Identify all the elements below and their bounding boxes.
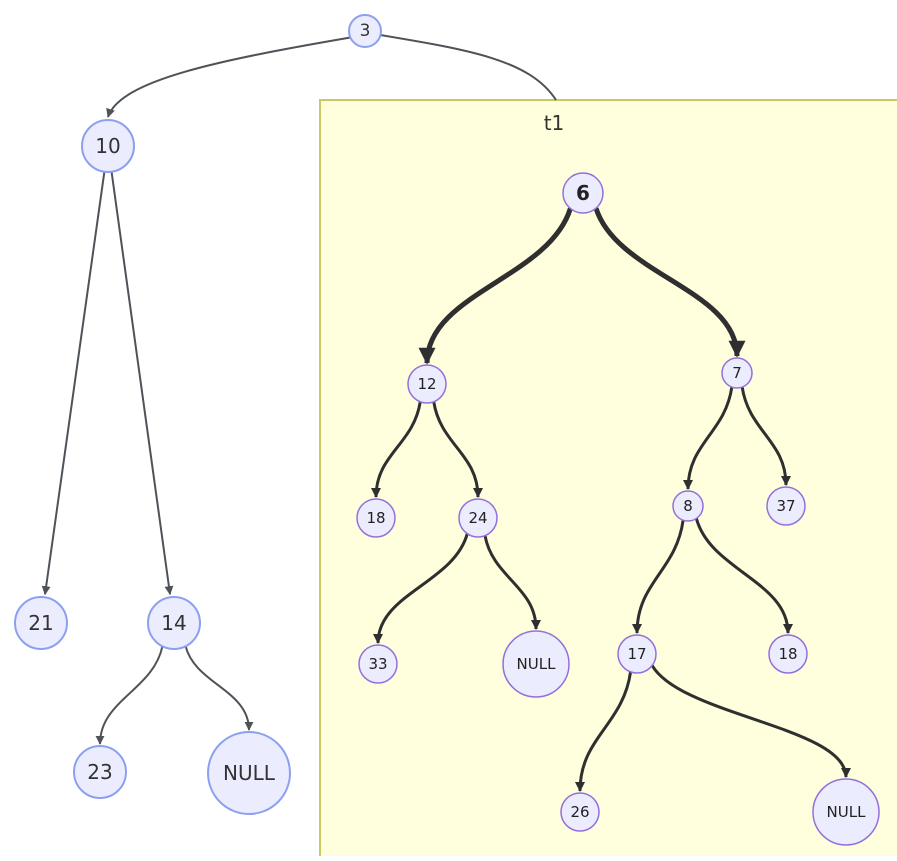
node-circle bbox=[768, 634, 808, 674]
node-label: 21 bbox=[28, 611, 53, 635]
node-label: 3 bbox=[360, 21, 371, 41]
node-a23: 23 bbox=[73, 745, 127, 799]
node-label: 33 bbox=[368, 655, 387, 673]
node-a21: 21 bbox=[14, 596, 68, 650]
node-bnull1: NULL bbox=[502, 630, 570, 698]
node-b26: 26 bbox=[560, 792, 600, 832]
edge-b17-b26 bbox=[574, 671, 633, 793]
node-circle bbox=[812, 778, 880, 846]
node-label: 37 bbox=[776, 497, 795, 515]
node-circle bbox=[207, 731, 291, 815]
cluster-t1-box bbox=[319, 99, 897, 861]
edge-b7-b37 bbox=[740, 386, 792, 487]
node-b37: 37 bbox=[766, 486, 806, 526]
node-circle bbox=[348, 14, 382, 48]
edge-b6-b12 bbox=[418, 207, 573, 365]
node-circle bbox=[721, 357, 753, 389]
edge-a10-a21 bbox=[41, 171, 106, 596]
node-label: 10 bbox=[95, 134, 120, 158]
node-circle bbox=[562, 172, 604, 214]
edge-b17-bnull2 bbox=[650, 664, 852, 779]
node-circle bbox=[560, 792, 600, 832]
node-label: 18 bbox=[366, 509, 385, 527]
edge-a14-anull bbox=[184, 646, 254, 731]
node-b6: 6 bbox=[562, 172, 604, 214]
node-label: NULL bbox=[827, 803, 867, 821]
edge-a3-b6 bbox=[380, 34, 557, 101]
node-label: NULL bbox=[223, 761, 276, 785]
node-circle bbox=[407, 364, 447, 404]
node-label: 24 bbox=[468, 509, 487, 527]
edge-b8-b17 bbox=[631, 519, 685, 635]
node-b18b: 18 bbox=[768, 634, 808, 674]
node-label: 7 bbox=[732, 364, 742, 382]
node-label: 23 bbox=[87, 760, 112, 784]
node-circle bbox=[14, 596, 68, 650]
node-b7: 7 bbox=[721, 357, 753, 389]
edge-b8-b18b bbox=[694, 518, 794, 635]
edge-b24-b33 bbox=[372, 533, 469, 645]
node-circle bbox=[617, 634, 657, 674]
node-circle bbox=[672, 490, 704, 522]
node-label: 8 bbox=[683, 497, 693, 515]
node-circle bbox=[502, 630, 570, 698]
node-label: 14 bbox=[161, 611, 186, 635]
node-b18a: 18 bbox=[356, 498, 396, 538]
node-circle bbox=[147, 596, 201, 650]
edge-b6-b7 bbox=[593, 207, 746, 358]
node-label: 12 bbox=[417, 375, 436, 393]
node-label: 18 bbox=[778, 645, 797, 663]
node-bnull2: NULL bbox=[812, 778, 880, 846]
node-label: 26 bbox=[570, 803, 589, 821]
node-a14: 14 bbox=[147, 596, 201, 650]
node-circle bbox=[356, 498, 396, 538]
node-circle bbox=[358, 644, 398, 684]
node-label: 6 bbox=[576, 181, 590, 205]
node-a10: 10 bbox=[81, 119, 135, 173]
edge-b12-b24 bbox=[432, 401, 484, 499]
edge-a3-a10 bbox=[106, 36, 351, 118]
node-anull: NULL bbox=[207, 731, 291, 815]
edge-a14-a23 bbox=[95, 646, 164, 745]
cluster-t1-label: t1 bbox=[544, 111, 565, 135]
node-circle bbox=[81, 119, 135, 173]
node-b8: 8 bbox=[672, 490, 704, 522]
edge-a10-a14 bbox=[110, 171, 174, 596]
node-b33: 33 bbox=[358, 644, 398, 684]
node-label: 17 bbox=[627, 645, 646, 663]
node-b24: 24 bbox=[458, 498, 498, 538]
node-circle bbox=[458, 498, 498, 538]
node-b12: 12 bbox=[407, 364, 447, 404]
node-a3: 3 bbox=[348, 14, 382, 48]
node-b17: 17 bbox=[617, 634, 657, 674]
node-circle bbox=[73, 745, 127, 799]
node-label: NULL bbox=[517, 655, 557, 673]
edge-b12-b18a bbox=[370, 401, 422, 499]
edge-b7-b8 bbox=[682, 386, 734, 491]
node-circle bbox=[766, 486, 806, 526]
edge-b24-bnull1 bbox=[483, 535, 542, 631]
cluster-t1: t1 bbox=[319, 99, 897, 861]
edges bbox=[41, 34, 852, 793]
